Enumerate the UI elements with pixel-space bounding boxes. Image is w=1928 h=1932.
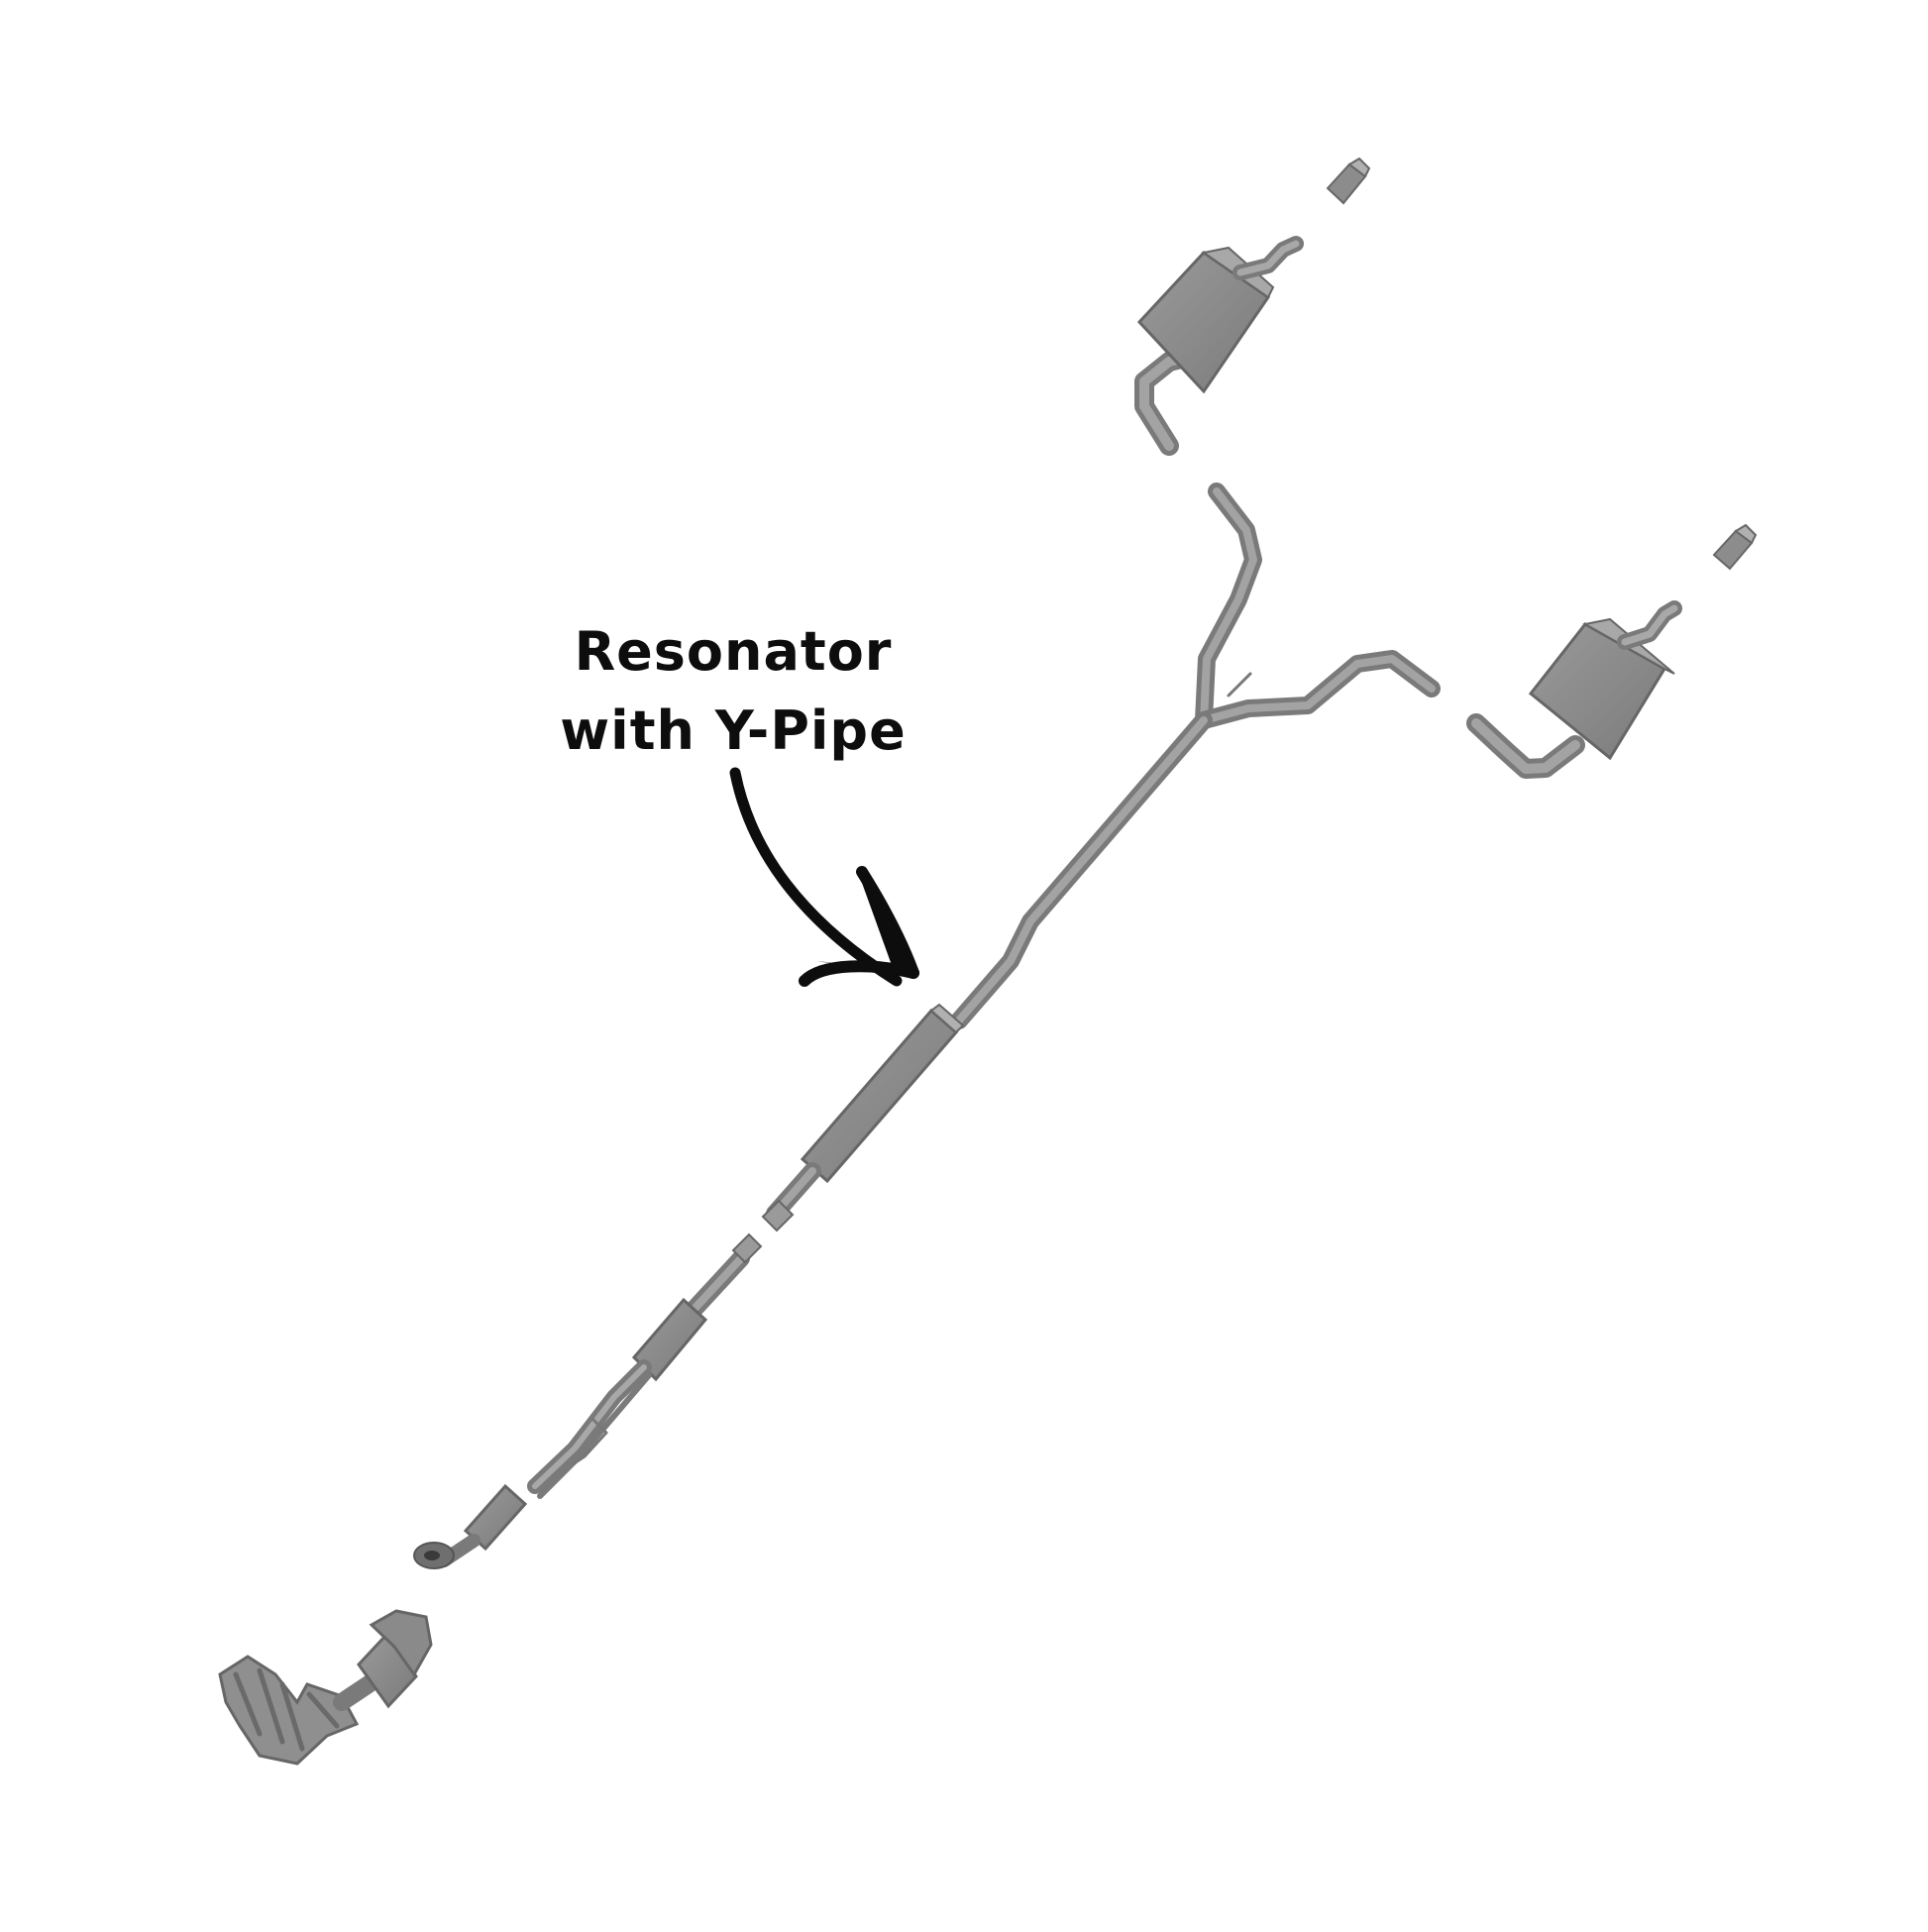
lower-rear-muffler — [1466, 600, 1682, 779]
exhaust-manifold — [218, 1609, 433, 1766]
resonator-callout-label: Resonator with Y-Pipe — [515, 612, 951, 771]
callout-line-2: with Y-Pipe — [560, 699, 907, 762]
front-pipe-assembly — [413, 1233, 763, 1569]
callout-line-1: Resonator — [574, 620, 893, 683]
upper-exhaust-tip — [1326, 157, 1371, 205]
curved-arrow-icon — [729, 767, 919, 987]
lower-exhaust-tip — [1712, 523, 1758, 571]
upper-rear-muffler — [1134, 236, 1304, 456]
resonator-y-pipe — [761, 483, 1441, 1233]
